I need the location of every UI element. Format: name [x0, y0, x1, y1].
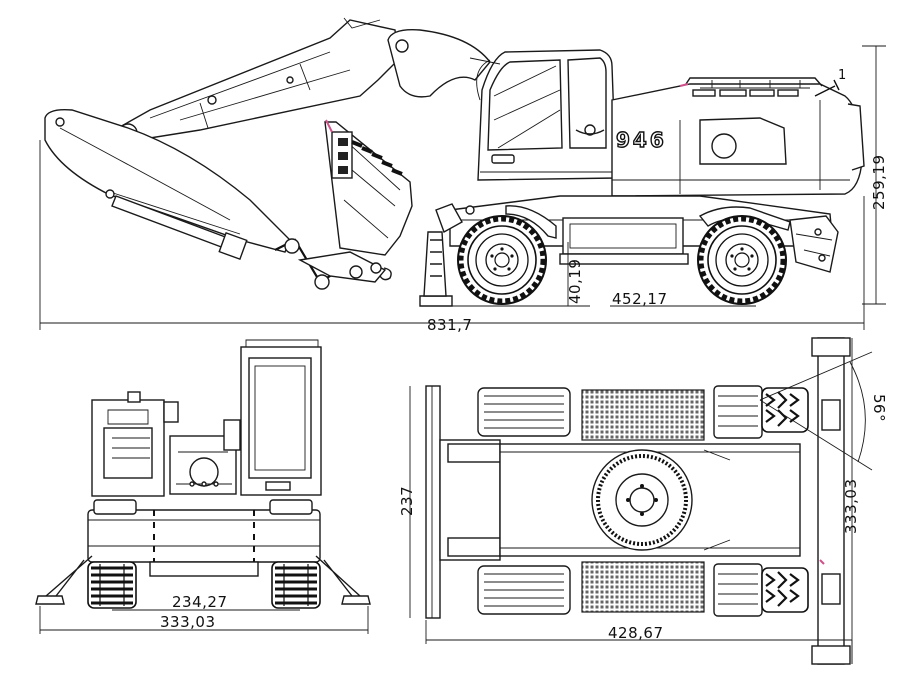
grate-upper: [581, 389, 705, 441]
front-chassis: [87, 509, 321, 563]
dim-side-height: 259,19: [870, 155, 888, 211]
front-right-tire: [270, 560, 322, 610]
front-wheel: [698, 216, 786, 304]
cab-front: [240, 346, 322, 496]
dim-front-track: 234,27: [172, 593, 228, 611]
dim-top-outrigger-width: 333,03: [842, 479, 860, 535]
top-view: 56° 237 333,03 428,67: [398, 337, 888, 665]
front-left-tire: [86, 560, 138, 610]
dim-top-length: 428,67: [608, 624, 664, 642]
dim-ground-clearance: 40,19: [566, 259, 584, 304]
callout-label: 1: [838, 68, 846, 83]
front-blade-top: [425, 385, 441, 619]
dim-top-width: 237: [398, 486, 416, 516]
grate-lower: [581, 561, 705, 613]
dim-steer-angle: 56°: [870, 394, 888, 422]
dipper-arm: [44, 108, 291, 253]
model-badge: 946: [616, 128, 667, 152]
dim-wheelbase: 452,17: [612, 290, 668, 308]
rear-tire-lower: [760, 566, 810, 614]
side-view: 946 1 259,19 831,7 40,19 452: [39, 17, 888, 334]
dim-overall-length: 831,7: [427, 316, 472, 334]
rear-blade: [789, 215, 839, 273]
rear-outrigger-top: [817, 337, 845, 665]
dim-front-width: 333,03: [160, 613, 216, 631]
rear-wheel: [458, 216, 546, 304]
boom: [116, 19, 399, 139]
front-view: 234,27 333,03: [35, 339, 371, 634]
